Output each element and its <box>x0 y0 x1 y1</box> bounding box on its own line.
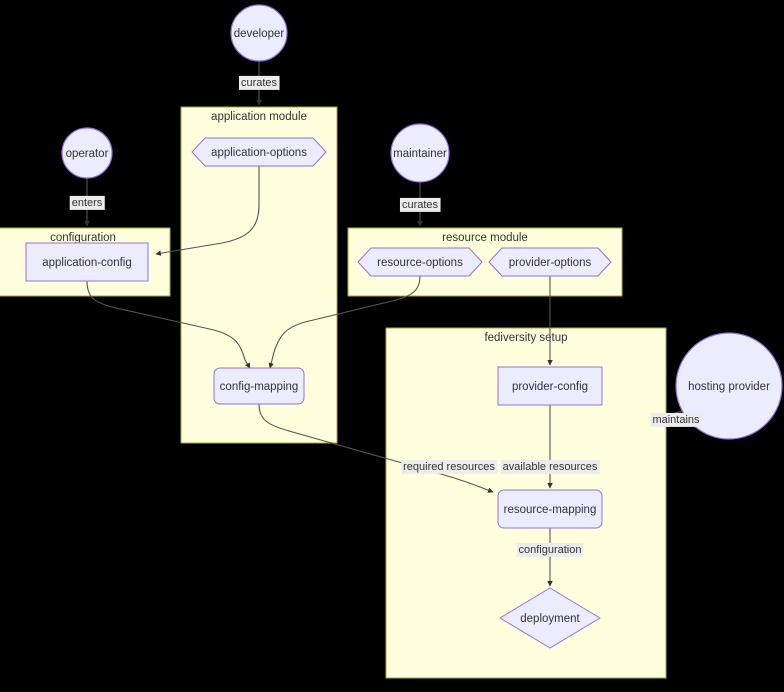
node-label-provider-options: provider-options <box>509 257 592 269</box>
edge-label-background <box>69 195 105 210</box>
node-operator[interactable]: operator <box>61 127 113 179</box>
node-provider-options[interactable]: provider-options <box>488 247 612 277</box>
node-provider-config[interactable]: provider-config <box>497 366 603 406</box>
edge-label-text: required resources <box>403 461 495 473</box>
node-resource-options[interactable]: resource-options <box>357 247 483 277</box>
edge-label-config-mapping-to-resource-mapping: required resources <box>401 459 498 474</box>
cluster-label-application-module: application module <box>211 111 307 123</box>
edge-label-text: maintains <box>652 414 700 426</box>
node-shape-circle <box>675 332 783 440</box>
node-shape-rect <box>497 366 603 406</box>
edge-application-config-to-config-mapping <box>86 280 251 369</box>
node-label-resource-options: resource-options <box>377 257 463 269</box>
edge-label-background <box>399 197 441 212</box>
node-maintainer[interactable]: maintainer <box>390 123 450 183</box>
node-shape-rect <box>497 489 603 529</box>
edge-labels-layer: curates enters curates required resources av… <box>69 75 703 557</box>
node-shape-rect <box>25 242 149 282</box>
edge-label-resource-mapping-to-deployment: configuration <box>516 542 584 557</box>
node-shape-diamond <box>499 587 601 649</box>
edge-label-text: curates <box>241 77 278 89</box>
edge-label-operator-to-configuration: enters <box>69 195 105 210</box>
node-developer[interactable]: developer <box>230 4 288 62</box>
node-hosting-provider[interactable]: hosting provider <box>675 332 783 440</box>
edge-label-hosting-provider-to-provider-config: maintains <box>650 412 703 427</box>
edge-label-background <box>516 542 584 557</box>
edge-label-background <box>650 412 703 427</box>
node-label-maintainer: maintainer <box>393 148 447 160</box>
edge-label-background <box>401 459 498 474</box>
node-application-config[interactable]: application-config <box>25 242 149 282</box>
node-shape-rect <box>213 367 305 405</box>
edge-label-text: enters <box>72 197 103 209</box>
edge-label-developer-to-application-module: curates <box>238 75 280 90</box>
cluster-label-configuration: configuration <box>50 232 116 244</box>
edge-resource-options-to-config-mapping <box>268 275 421 369</box>
node-label-operator: operator <box>66 148 109 160</box>
node-config-mapping[interactable]: config-mapping <box>213 367 305 405</box>
node-label-config-mapping: config-mapping <box>220 381 299 393</box>
edge-label-text: configuration <box>519 544 582 556</box>
node-application-options[interactable]: application-options <box>191 137 327 167</box>
node-label-hosting-provider: hosting provider <box>688 381 770 393</box>
node-shape-circle <box>390 123 450 183</box>
edge-label-background <box>500 459 600 474</box>
edge-label-text: curates <box>402 199 439 211</box>
edge-application-options-to-application-config <box>155 166 260 256</box>
cluster-label-resource-module: resource module <box>442 232 528 244</box>
edge-label-background <box>238 75 280 90</box>
node-shape-circle <box>61 127 113 179</box>
node-label-application-options: application-options <box>211 147 307 159</box>
node-label-deployment: deployment <box>520 613 580 625</box>
edge-label-provider-config-to-resource-mapping: available resources <box>500 459 600 474</box>
node-resource-mapping[interactable]: resource-mapping <box>497 489 603 529</box>
edge-label-text: available resources <box>503 461 598 473</box>
node-deployment[interactable]: deployment <box>499 587 601 649</box>
node-shape-circle <box>230 4 288 62</box>
node-shape-hexagon <box>191 137 327 167</box>
edge-label-maintainer-to-resource-module: curates <box>399 197 441 212</box>
node-label-application-config: application-config <box>42 257 132 269</box>
nodes-layer: developer operator maintainer hosting provi… <box>25 4 783 649</box>
node-label-resource-mapping: resource-mapping <box>504 504 597 516</box>
cluster-label-fediversity-setup: fediversity setup <box>484 332 567 344</box>
node-shape-hexagon <box>488 247 612 277</box>
node-label-provider-config: provider-config <box>512 381 588 393</box>
node-shape-hexagon <box>357 247 483 277</box>
node-label-developer: developer <box>234 28 285 40</box>
